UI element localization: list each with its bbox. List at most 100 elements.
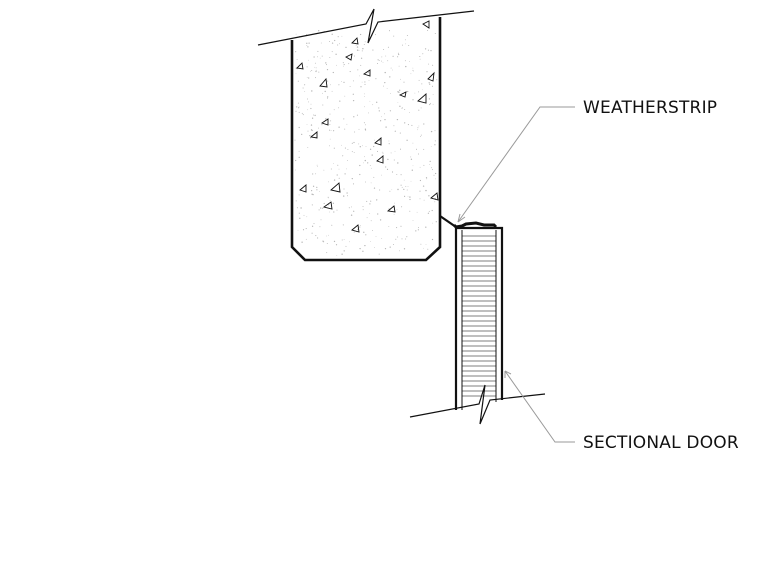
concrete-stipple-dot (384, 118, 386, 121)
concrete-stipple-dot (420, 135, 421, 137)
concrete-stipple-dot (378, 107, 380, 109)
concrete-stipple-dot (353, 116, 355, 118)
concrete-stipple-dot (412, 142, 414, 144)
concrete-stipple-dot (343, 195, 345, 197)
concrete-stipple-dot (326, 235, 328, 237)
concrete-stipple-dot (333, 163, 334, 164)
door-break-line (409, 384, 546, 425)
concrete-stipple-dot (311, 225, 314, 227)
concrete-stipple-dot (317, 50, 319, 52)
concrete-stipple-dot (333, 109, 335, 111)
concrete-stipple-dot (385, 55, 387, 57)
concrete-stipple-dot (323, 169, 325, 171)
concrete-stipple-dot (418, 79, 420, 81)
concrete-stipple-dot (425, 177, 428, 179)
concrete-stipple-dot (310, 137, 311, 139)
concrete-stipple-dot (423, 199, 425, 201)
concrete-stipple-dot (304, 91, 306, 93)
concrete-stipple-dot (297, 80, 299, 82)
concrete-stipple-dot (364, 106, 365, 108)
concrete-stipple-dot (428, 98, 431, 100)
concrete-stipple-dot (307, 146, 309, 148)
concrete-stipple-dot (431, 169, 434, 171)
concrete-stipple-dot (412, 70, 414, 72)
concrete-stipple-dot (412, 99, 414, 101)
concrete-stipple-dot (414, 92, 416, 94)
concrete-stipple-dot (343, 64, 345, 66)
concrete-stipple-dot (331, 51, 333, 53)
concrete-stipple-dot (324, 90, 326, 93)
concrete-stipple-dot (363, 162, 364, 164)
concrete-stipple-dot (305, 228, 307, 230)
concrete-stipple-dot (363, 122, 365, 124)
concrete-stipple-dot (343, 239, 345, 240)
concrete-stipple-dot (428, 210, 430, 212)
concrete-stipple-dot (419, 55, 421, 58)
concrete-stipple-dot (341, 81, 342, 82)
concrete-stipple-dot (424, 48, 427, 50)
concrete-stipple-dot (296, 58, 298, 60)
concrete-stipple-dot (298, 156, 300, 158)
concrete-stipple-dot (315, 70, 317, 73)
concrete-stipple-dot (410, 180, 412, 182)
concrete-stipple-dot (331, 90, 333, 92)
concrete-stipple-dot (302, 229, 305, 231)
weatherstrip-leader-arrow (457, 213, 466, 223)
concrete-stipple-dot (388, 143, 390, 145)
concrete-header-outline (290, 17, 442, 262)
concrete-stipple-dot (360, 86, 362, 88)
weatherstrip-seal (452, 221, 498, 229)
concrete-stipple-dot (401, 107, 403, 109)
concrete-stipple-dot (420, 107, 422, 109)
concrete-stipple-dot (427, 248, 429, 250)
concrete-stipple-dot (334, 39, 336, 42)
concrete-stipple-dot (338, 168, 340, 170)
concrete-stipple-dot (306, 42, 308, 44)
concrete-stipple-dot (420, 243, 422, 245)
concrete-stipple-dot (391, 171, 394, 173)
concrete-stipple-dot (349, 85, 351, 87)
concrete-stipple-dot (329, 124, 331, 125)
concrete-stipple-dot (314, 77, 317, 79)
concrete-stipple-dot (391, 189, 393, 191)
concrete-stipple-dot (304, 84, 306, 86)
concrete-stipple-dot (382, 85, 384, 87)
concrete-stipple-dot (404, 195, 406, 197)
concrete-stipple-dot (397, 188, 399, 191)
concrete-stipple-dot (409, 61, 410, 62)
concrete-stipple-dot (327, 196, 329, 198)
concrete-stipple-dot (368, 112, 370, 114)
concrete-stipple-dot (434, 144, 436, 146)
concrete-stipple-dot (421, 83, 423, 85)
concrete-stipple-dot (376, 199, 378, 201)
concrete-stipple-dot (322, 92, 323, 94)
concrete-stipple-dot (397, 52, 399, 54)
concrete-stipple-dot (338, 84, 340, 86)
concrete-stipple-dot (370, 200, 372, 202)
concrete-stipple-dot (359, 164, 361, 167)
concrete-stipple-dot (434, 201, 436, 203)
concrete-stipple-dot (402, 44, 403, 46)
concrete-stipple-dot (393, 159, 395, 161)
concrete-stipple-dot (338, 177, 340, 179)
concrete-stipple-dot (337, 44, 339, 46)
concrete-stipple-dot (379, 219, 382, 221)
concrete-stipple-dot (346, 159, 348, 161)
concrete-stipple-dot (392, 55, 394, 57)
concrete-stipple-dot (381, 174, 382, 176)
concrete-stipple-dot (352, 93, 354, 95)
concrete-stipple-dot (363, 44, 365, 45)
concrete-stipple-dot (298, 126, 300, 129)
concrete-stipple-dot (326, 252, 328, 254)
concrete-stipple-dot (327, 80, 329, 82)
concrete-stipple-dot (294, 139, 296, 141)
concrete-stipple-dot (295, 200, 297, 202)
concrete-stipple-dot (376, 150, 379, 152)
concrete-stipple-dot (331, 33, 333, 35)
sectional-door-label: SECTIONAL DOOR (583, 433, 739, 453)
concrete-stipple-dot (378, 253, 380, 255)
concrete-stipple-dot (427, 212, 430, 214)
concrete-stipple-dot (364, 83, 366, 85)
concrete-stipple-dot (308, 101, 310, 103)
concrete-stipple-dot (312, 185, 315, 187)
